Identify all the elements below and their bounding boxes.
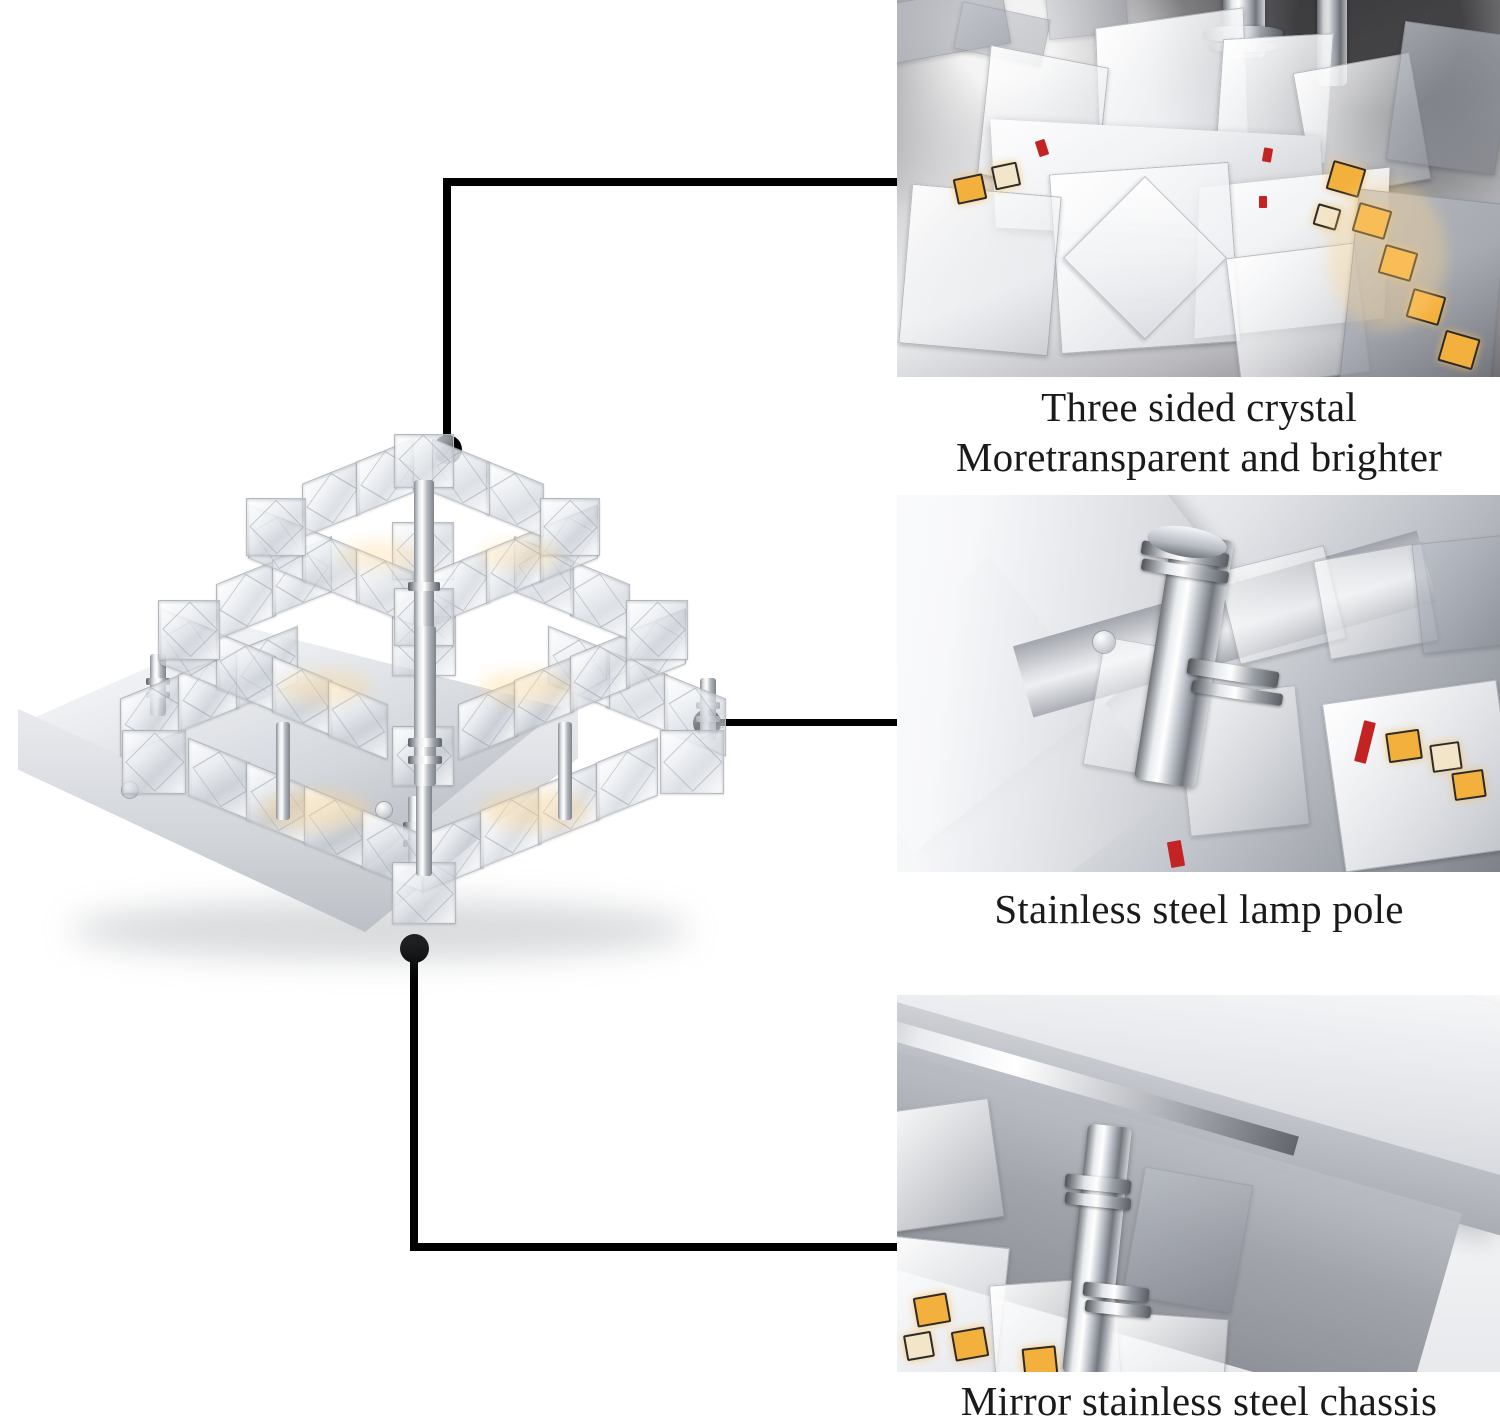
- crystal-cube-corner: [394, 434, 454, 488]
- callout-dot-chassis: [400, 934, 429, 963]
- crystal-cube-corner: [158, 600, 220, 660]
- callout-line-crystal-vertical: [443, 178, 451, 450]
- led-chip: [950, 1326, 990, 1362]
- support-post-ring: [146, 678, 170, 685]
- support-post: [558, 722, 572, 820]
- crystal-cube-corner: [626, 600, 688, 660]
- crystal-cube: [1411, 534, 1500, 654]
- chassis-caption: Mirror stainless steel chassis: [960, 1378, 1438, 1424]
- callout-line-pole-horizontal: [707, 719, 898, 726]
- led-chip: [1385, 728, 1423, 764]
- callout-line-chassis-vertical: [410, 948, 418, 1250]
- crystal-cube: [898, 183, 1062, 357]
- led-glow: [480, 540, 560, 570]
- chassis-screw: [1093, 631, 1115, 653]
- led-chip: [912, 1292, 952, 1328]
- crystal-cube: [897, 1097, 1005, 1233]
- central-pole-ring: [408, 582, 440, 591]
- tier-3-crystal-ring: [10, 430, 860, 970]
- callout-line-chassis-horizontal: [410, 1243, 898, 1251]
- lamp-pole-closeup-photo: [897, 495, 1500, 872]
- crystal-ceiling-light: [10, 430, 860, 970]
- base-screw: [376, 802, 392, 818]
- led-chip: [902, 1330, 936, 1362]
- central-lamp-pole: [414, 480, 434, 660]
- crystal-cube-corner: [122, 730, 186, 794]
- crystal-cube: [302, 460, 360, 538]
- central-pole-ring: [408, 738, 442, 747]
- led-chip: [1021, 1345, 1059, 1372]
- crystal-closeup-photo: [897, 0, 1500, 377]
- crystal-cube: [1385, 21, 1500, 175]
- led-glow: [1327, 180, 1447, 330]
- led-chip: [1451, 768, 1487, 802]
- led-chip: [1429, 741, 1463, 773]
- central-pole-ring: [408, 756, 442, 764]
- support-post: [416, 766, 432, 876]
- led-glow: [480, 670, 570, 704]
- crystal-cube-corner: [246, 498, 306, 556]
- crystal-caption: Three sided crystal Moretransparent and …: [955, 384, 1443, 480]
- chassis-closeup-photo: [897, 995, 1500, 1372]
- callout-line-crystal-horizontal: [443, 178, 898, 186]
- led-glow: [340, 540, 420, 570]
- crystal-cube-corner: [540, 498, 600, 556]
- led-glow: [280, 670, 370, 704]
- wire-marker: [1259, 196, 1267, 208]
- crystal-cube-corner: [660, 730, 724, 794]
- lamp-pole-caption: Stainless steel lamp pole: [994, 886, 1404, 932]
- support-post: [276, 722, 290, 820]
- crystal-cube: [1101, 1310, 1229, 1372]
- crystal-cube: [486, 460, 544, 538]
